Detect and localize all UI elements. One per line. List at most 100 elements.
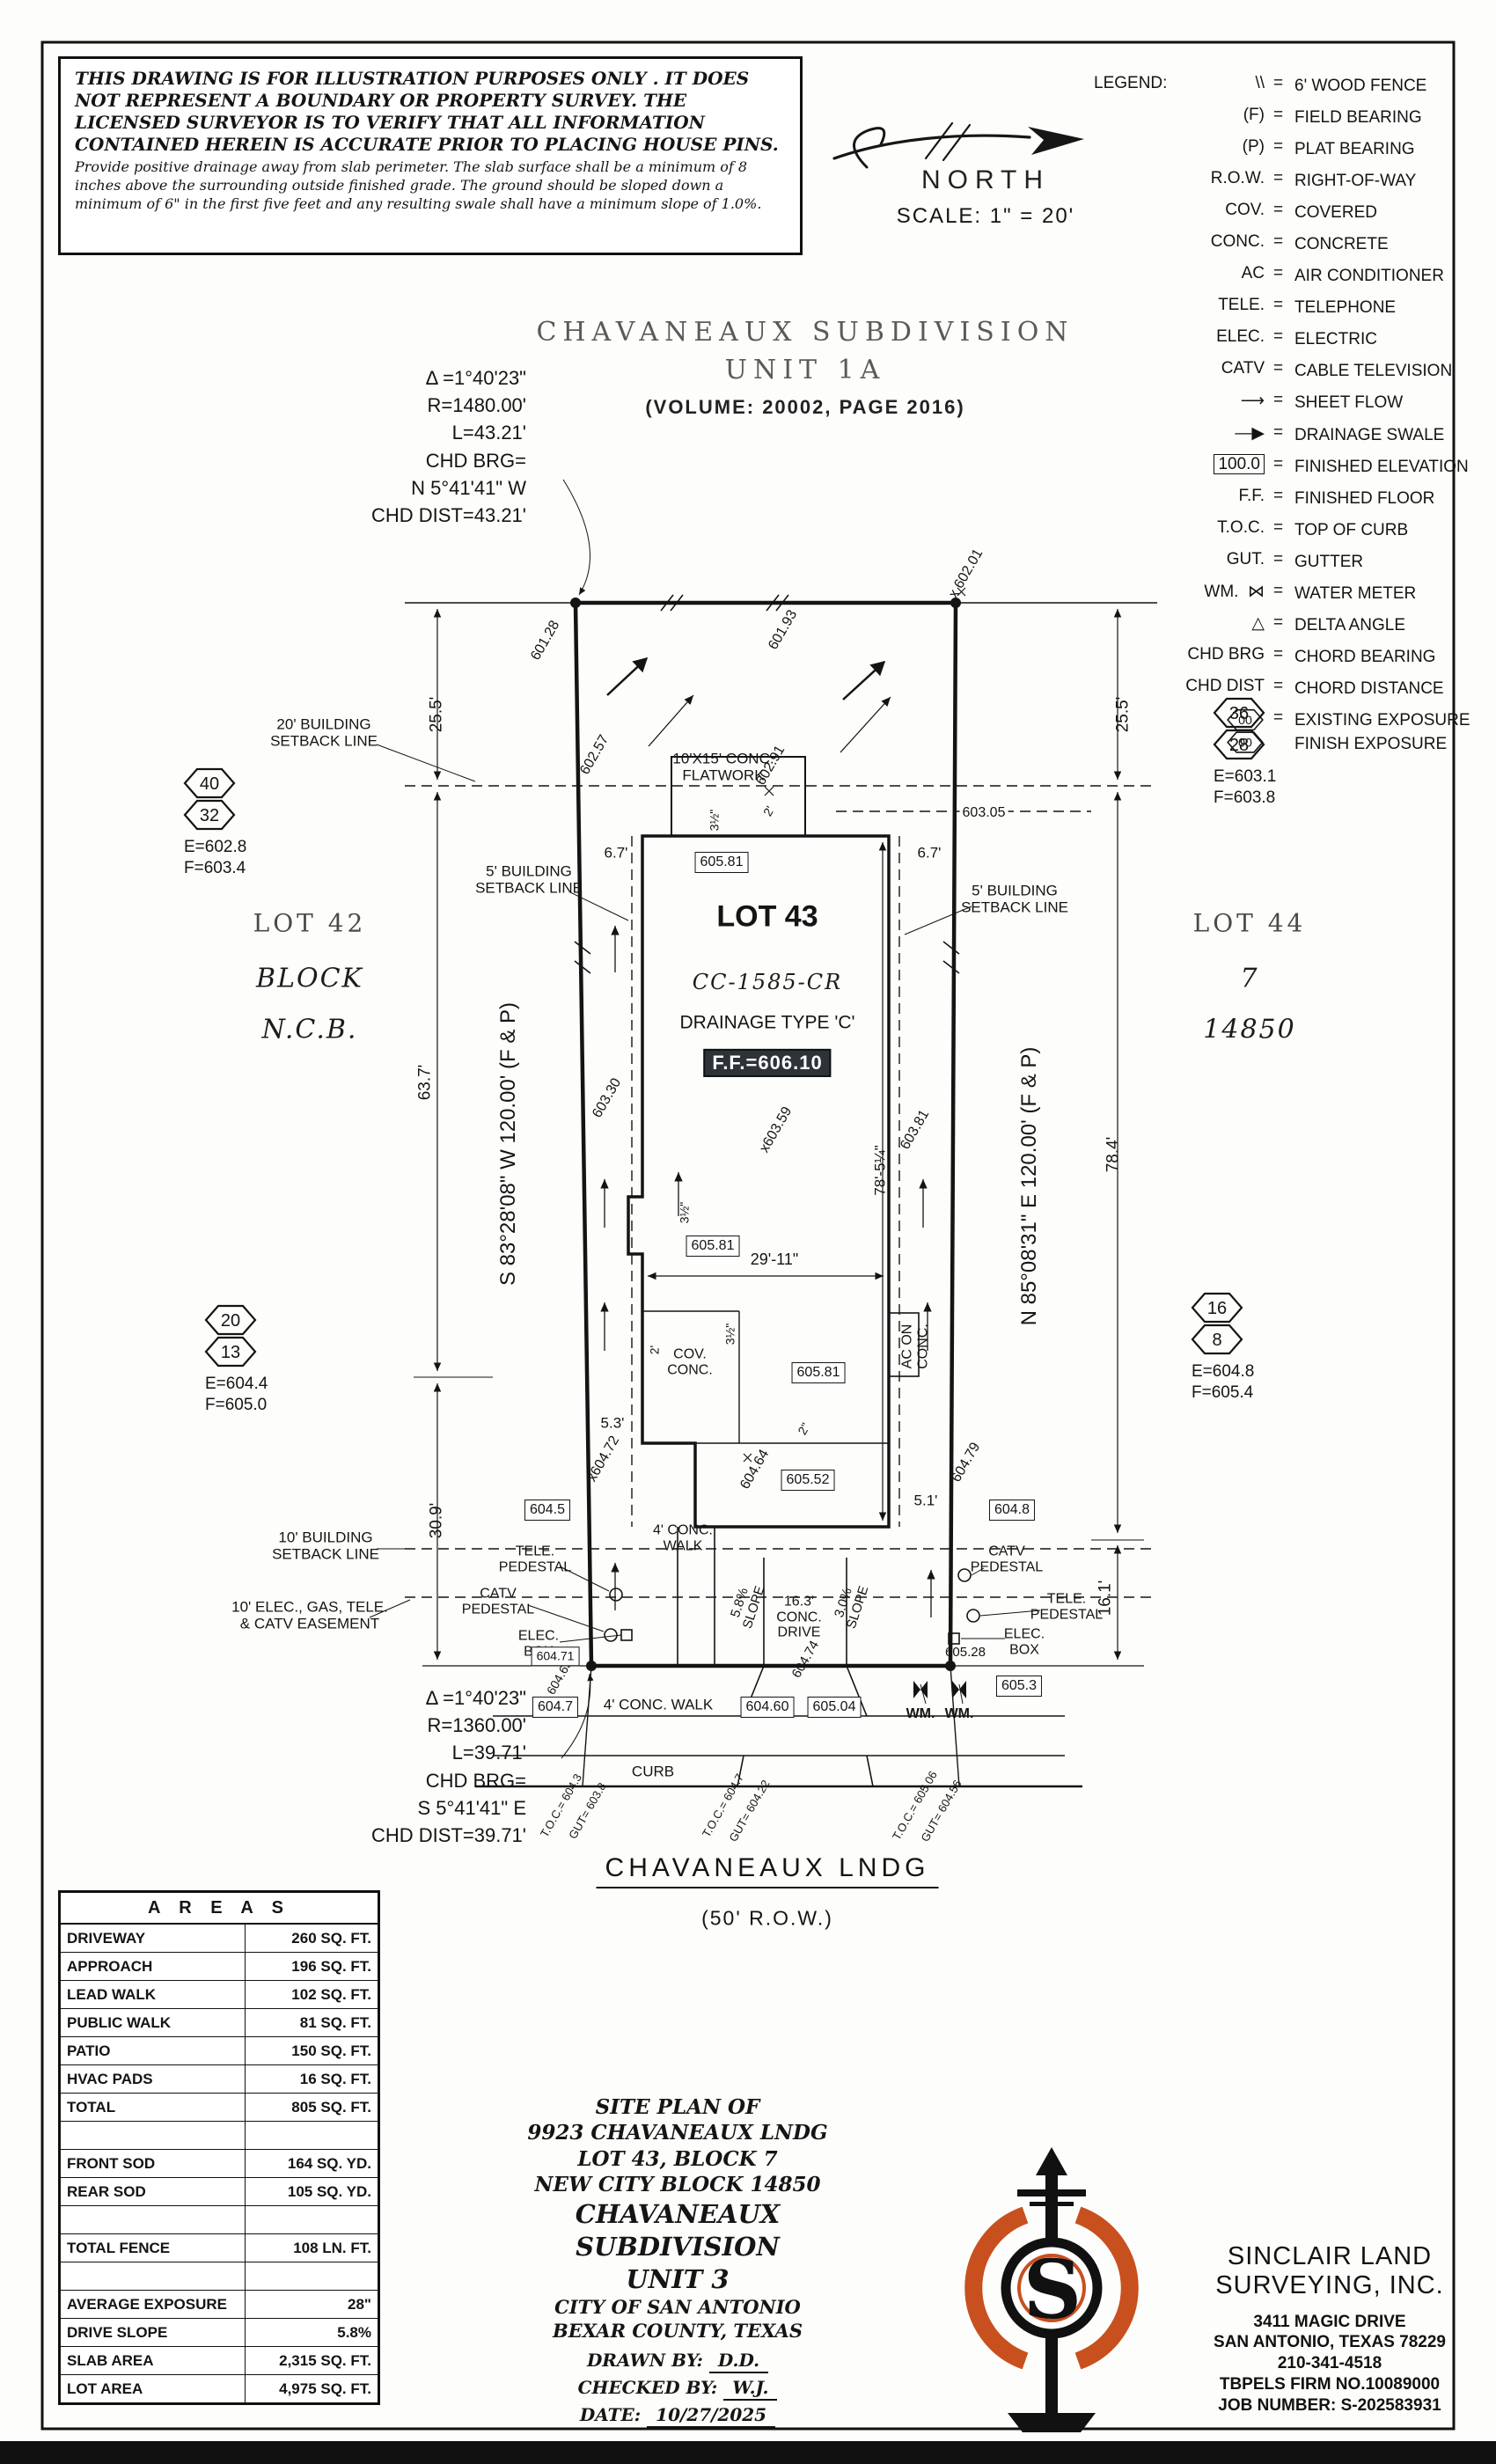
drainage-type: DRAINAGE TYPE 'C': [679, 1012, 855, 1033]
legend-item: GUT.=GUTTER: [1094, 550, 1481, 575]
drawing-label: CATV PEDESTAL: [461, 1586, 535, 1617]
exposure-hexagon: 16 8: [1191, 1292, 1243, 1355]
finish-elevation: F=603.4: [184, 859, 246, 877]
legend-item: CHD BRG=CHORD BEARING: [1094, 645, 1481, 670]
legend-equals: =: [1273, 454, 1284, 473]
legend-text: RIGHT-OF-WAY: [1294, 172, 1417, 191]
lot-43-label: LOT 43: [716, 899, 818, 934]
setback-5-right-label: 5' BUILDING SETBACK LINE: [961, 882, 1068, 915]
drawing-label: 25.5': [427, 696, 446, 733]
drawing-label: 78'-5¼": [871, 1145, 889, 1196]
areas-row-value: 196 SQ. FT.: [291, 1958, 371, 1975]
areas-row-value: 5.8%: [337, 2324, 371, 2341]
legend-item: F.F.=FINISHED FLOOR: [1094, 487, 1481, 511]
legend-item: 100.0=FINISHED ELEVATION: [1094, 453, 1481, 480]
svg-text:00: 00: [1238, 736, 1252, 750]
areas-table-row: [61, 2262, 378, 2291]
curve-data-line: R=1480.00': [427, 394, 526, 417]
disclaimer-box: THIS DRAWING IS FOR ILLUSTRATION PURPOSE…: [58, 56, 803, 255]
exposure-hex-icon: 00 00: [1171, 708, 1273, 760]
drawing-label: 6.7': [917, 844, 942, 862]
areas-row-value: [246, 2122, 378, 2149]
legend-item: T.O.C.=TOP OF CURB: [1094, 518, 1481, 543]
legend-equals: =: [1273, 644, 1284, 664]
drawing-label: 3½": [707, 809, 722, 832]
areas-row-label: APPROACH: [61, 1953, 246, 1980]
north-block: NORTH SCALE: 1" = 20': [880, 165, 1091, 229]
curve-data-line: S 5°41'41" E: [417, 1796, 526, 1819]
existing-elevation: E=603.1: [1214, 767, 1277, 786]
legend-symbol: (P): [1242, 137, 1265, 157]
drawing-label: BLOCK: [256, 963, 363, 994]
areas-row-label: SLAB AREA: [61, 2347, 246, 2374]
legend-equals: =: [1273, 612, 1284, 632]
svg-text:40: 40: [200, 774, 219, 794]
company-address-1: 3411 MAGIC DRIVE: [1253, 2312, 1406, 2331]
legend-text: GUTTER: [1294, 552, 1364, 571]
legend-symbol: TELE.: [1218, 296, 1265, 315]
drawing-label: 605.52: [781, 1470, 835, 1491]
legend-item: (F)=FIELD BEARING: [1094, 106, 1481, 130]
areas-row-value: [246, 2206, 378, 2233]
areas-row-label: LEAD WALK: [61, 1981, 246, 2008]
legend-equals: =: [1273, 327, 1284, 347]
curve-data-line: N 5°41'41" W: [411, 476, 526, 499]
legend-symbol: ELEC.: [1216, 327, 1265, 347]
legend-equals: =: [1273, 581, 1284, 600]
drawing-label: 4' CONC. WALK: [653, 1522, 713, 1553]
drawing-label: 605.81: [791, 1362, 846, 1383]
curve-data-line: Δ =1°40'23": [425, 367, 526, 389]
drawing-label: ELEC. BOX: [1003, 1626, 1045, 1657]
legend-item: (P)=PLAT BEARING: [1094, 137, 1481, 162]
drawing-label: WM.: [906, 1706, 935, 1722]
legend-symbol: AC: [1241, 264, 1265, 283]
areas-row-label: FRONT SOD: [61, 2150, 246, 2177]
legend-equals: =: [1273, 708, 1284, 727]
bearing-west: S 83°28'08" W 120.00' (F & P): [495, 1001, 520, 1287]
drawing-label: 6.7': [604, 844, 628, 862]
areas-row-value: 16 SQ. FT.: [299, 2071, 371, 2087]
title-block-line: CHAVANEAUX SUBDIVISION: [575, 2198, 781, 2262]
areas-row-value: 4,975 SQ. FT.: [279, 2380, 371, 2397]
legend-equals: =: [1273, 422, 1284, 442]
subdivision-header: CHAVANEAUX SUBDIVISION UNIT 1A (VOLUME: …: [497, 317, 1113, 419]
drawing-label: 14850: [1203, 1014, 1296, 1045]
legend-equals: =: [1273, 137, 1284, 157]
drawing-label: 16.3' CONC. DRIVE: [776, 1594, 822, 1640]
svg-text:00: 00: [1238, 714, 1252, 728]
subdivision-volume: (VOLUME: 20002, PAGE 2016): [645, 396, 965, 418]
drawing-label: 605.81: [694, 852, 749, 873]
areas-row-label: TOTAL: [61, 2094, 246, 2121]
logo-letter: S: [1023, 2241, 1082, 2337]
legend-text: TOP OF CURB: [1294, 520, 1409, 539]
legend-text: FINISHED ELEVATION: [1294, 457, 1469, 476]
svg-text:13: 13: [221, 1343, 240, 1362]
legend-text: CHORD BEARING: [1294, 647, 1436, 666]
cc-number: CC-1585-CR: [692, 969, 843, 994]
legend-text: FIELD BEARING: [1294, 108, 1422, 128]
areas-row-label: HVAC PADS: [61, 2065, 246, 2093]
drawing-label: 604.8: [988, 1500, 1036, 1521]
areas-row-value: 81 SQ. FT.: [299, 2014, 371, 2031]
exposure-hexagon: 00 00: [1227, 708, 1264, 753]
drawing-label: 604.7: [532, 1697, 579, 1718]
legend-text: CHORD DISTANCE: [1294, 678, 1444, 698]
company-block: SINCLAIR LAND SURVEYING, INC. 3411 MAGIC…: [1176, 2242, 1484, 2416]
legend-symbol: ⟶: [1240, 392, 1265, 411]
legend-item: LEGEND:\\=6' WOOD FENCE: [1094, 74, 1481, 99]
lot-42-label: LOT 42: [253, 908, 367, 938]
legend: LEGEND:\\=6' WOOD FENCE (F)=FIELD BEARING…: [1094, 74, 1481, 767]
title-block-sign-line: DRAWN BY: D.D.: [480, 2349, 876, 2373]
svg-text:32: 32: [200, 806, 219, 825]
title-block-line: LOT 43, BLOCK 7: [577, 2146, 778, 2171]
legend-item: 00 00 =EXISTING EXPOSURE FINISH EXPOSURE: [1094, 708, 1481, 760]
